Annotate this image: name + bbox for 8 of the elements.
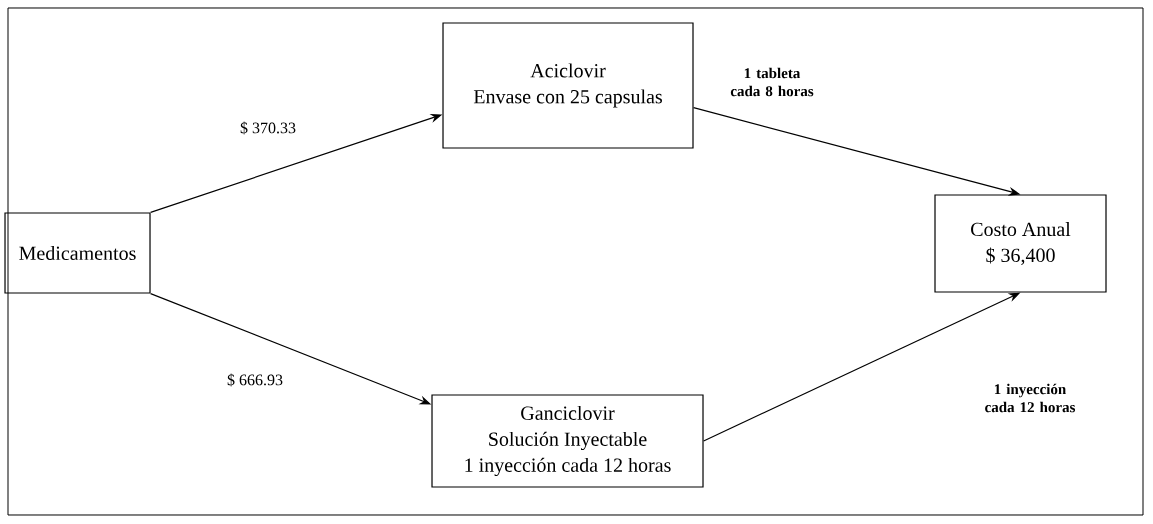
edge-label: $ 370.33	[240, 121, 296, 135]
text-box: Ganciclovir Solución Inyectable 1 inyección cada 12 horas	[431, 394, 704, 488]
text-box: Aciclovir Envase con 25 capsulas	[442, 22, 694, 149]
text-box: Medicamentos	[4, 212, 151, 294]
text-box: Costo Anual $ 36,400	[934, 194, 1107, 293]
edge-label: 1 tableta cada 8 horas	[730, 67, 814, 97]
edge-label: 1 inyección cada 12 horas	[985, 383, 1076, 413]
edge-label: $ 666.93	[227, 373, 283, 387]
